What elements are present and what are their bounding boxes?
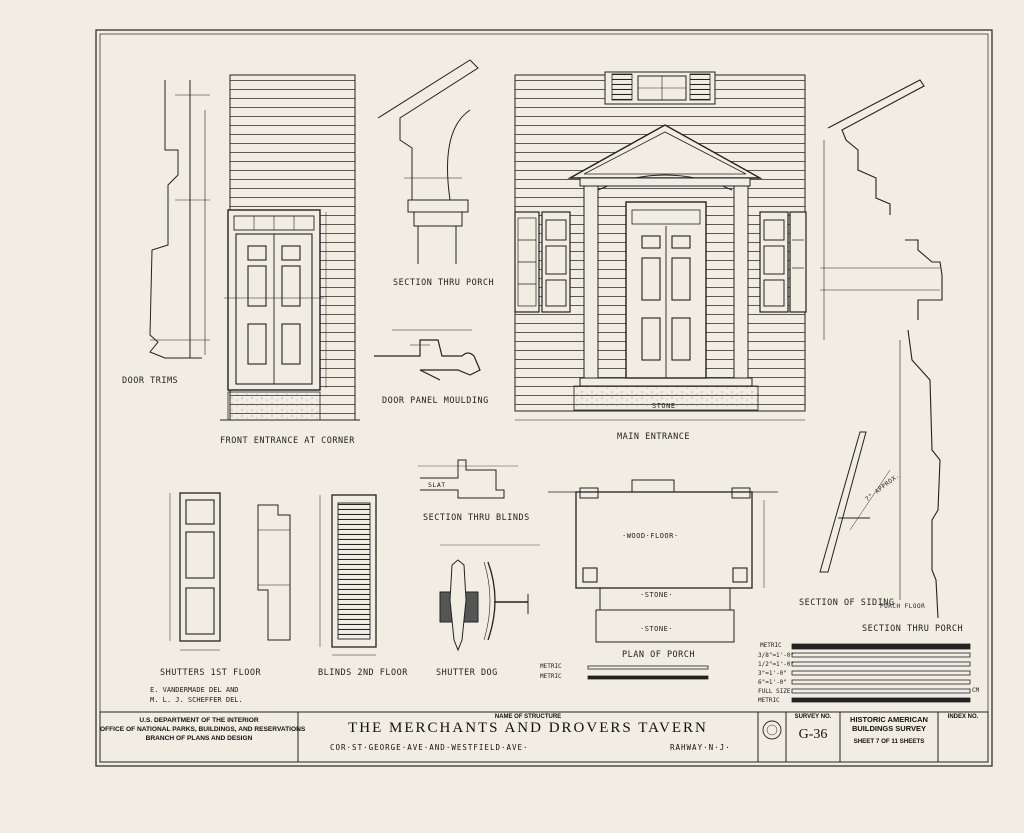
habs-line-2: BUILDINGS SURVEY [851, 724, 927, 733]
scale-label-cm: CM [972, 687, 980, 694]
main-entrance-drawing [514, 71, 807, 421]
survey-number: G-36 [798, 727, 828, 742]
label-shutters-1st-floor: SHUTTERS 1ST FLOOR [160, 668, 262, 678]
front-entrance-drawing [220, 74, 360, 421]
label-section-thru-blinds: SECTION THRU BLINDS [423, 513, 530, 523]
shutter-section-drawing [257, 504, 291, 641]
label-porch-floor: PORCH FLOOR [880, 603, 926, 610]
plan-of-porch-drawing [548, 479, 778, 643]
scale-label-row-1: 3/8"=1'-0" [758, 652, 795, 659]
habs-line-1: HISTORIC AMERICAN [850, 715, 928, 724]
label-stone-elevation: STONE [652, 402, 676, 410]
scale-bars [587, 643, 971, 703]
credit-line-2: M. L. J. SCHEFFER DEL. [150, 696, 243, 704]
label-plan-of-porch: PLAN OF PORCH [622, 650, 696, 660]
door-trims-drawing [149, 80, 210, 359]
scale-label-row-4: 6"=1'-0" [758, 679, 787, 686]
label-door-panel-moulding: DOOR PANEL MOULDING [382, 396, 489, 406]
label-section-of-siding: SECTION OF SIDING [799, 598, 895, 608]
blinds-2nd-floor-drawing [319, 494, 377, 656]
title-block [99, 711, 989, 763]
label-section-thru-porch-right: SECTION THRU PORCH [862, 624, 964, 634]
label-shutter-dog: SHUTTER DOG [436, 668, 498, 678]
structure-title: THE MERCHANTS AND DROVERS TAVERN [348, 720, 708, 736]
label-front-entrance: FRONT ENTRANCE AT CORNER [220, 436, 355, 446]
door-panel-moulding-drawing [374, 329, 481, 381]
label-main-entrance: MAIN ENTRANCE [617, 432, 691, 442]
name-of-structure-caption: NAME OF STRUCTURE [494, 714, 562, 720]
label-slat: SLAT [428, 481, 446, 489]
shutters-1st-floor-drawing [169, 492, 221, 651]
dept-line-3: BRANCH OF PLANS AND DESIGN [145, 735, 253, 742]
cornice-section-drawing [820, 79, 943, 619]
scale-label-metric-left-1: METRIC [540, 663, 562, 670]
survey-no-caption: SURVEY NO. [794, 714, 832, 720]
credit-line-1: E. VANDERMADE DEL AND [150, 686, 239, 694]
sheet-number: SHEET 7 OF 11 SHEETS [853, 738, 925, 745]
dept-line-1: U.S. DEPARTMENT OF THE INTERIOR [139, 717, 259, 724]
scale-label-metric-top: METRIC [760, 642, 782, 649]
dept-line-2: OFFICE OF NATIONAL PARKS, BUILDINGS, AND… [100, 726, 306, 733]
label-stone-plan-1: ·STONE· [640, 591, 674, 599]
porch-section-drawing [377, 59, 479, 264]
label-blinds-2nd-floor: BLINDS 2ND FLOOR [318, 668, 408, 678]
structure-address: COR·ST·GEORGE·AVE·AND·WESTFIELD·AVE· [330, 743, 529, 752]
section-thru-blinds-drawing [418, 459, 518, 499]
label-stone-plan-2: ·STONE· [640, 625, 674, 633]
outer-border [95, 29, 993, 767]
scale-label-row-3: 3"=1'-0" [758, 670, 787, 677]
index-no-caption: INDEX NO. [947, 714, 979, 720]
structure-city: RAHWAY·N·J· [670, 743, 731, 752]
label-section-thru-porch: SECTION THRU PORCH [393, 278, 495, 288]
scale-label-row-2: 1/2"=1'-0" [758, 661, 795, 668]
scale-label-metric-left-2: METRIC [540, 673, 562, 680]
section-of-siding-drawing [819, 431, 891, 573]
shutter-dog-drawing [439, 544, 540, 652]
label-door-trims: DOOR TRIMS [122, 376, 179, 386]
scale-label-row-5: FULL SIZE [758, 688, 791, 695]
scale-label-row-6: METRIC [758, 697, 780, 704]
label-wood-floor: ·WOOD·FLOOR· [622, 532, 679, 540]
